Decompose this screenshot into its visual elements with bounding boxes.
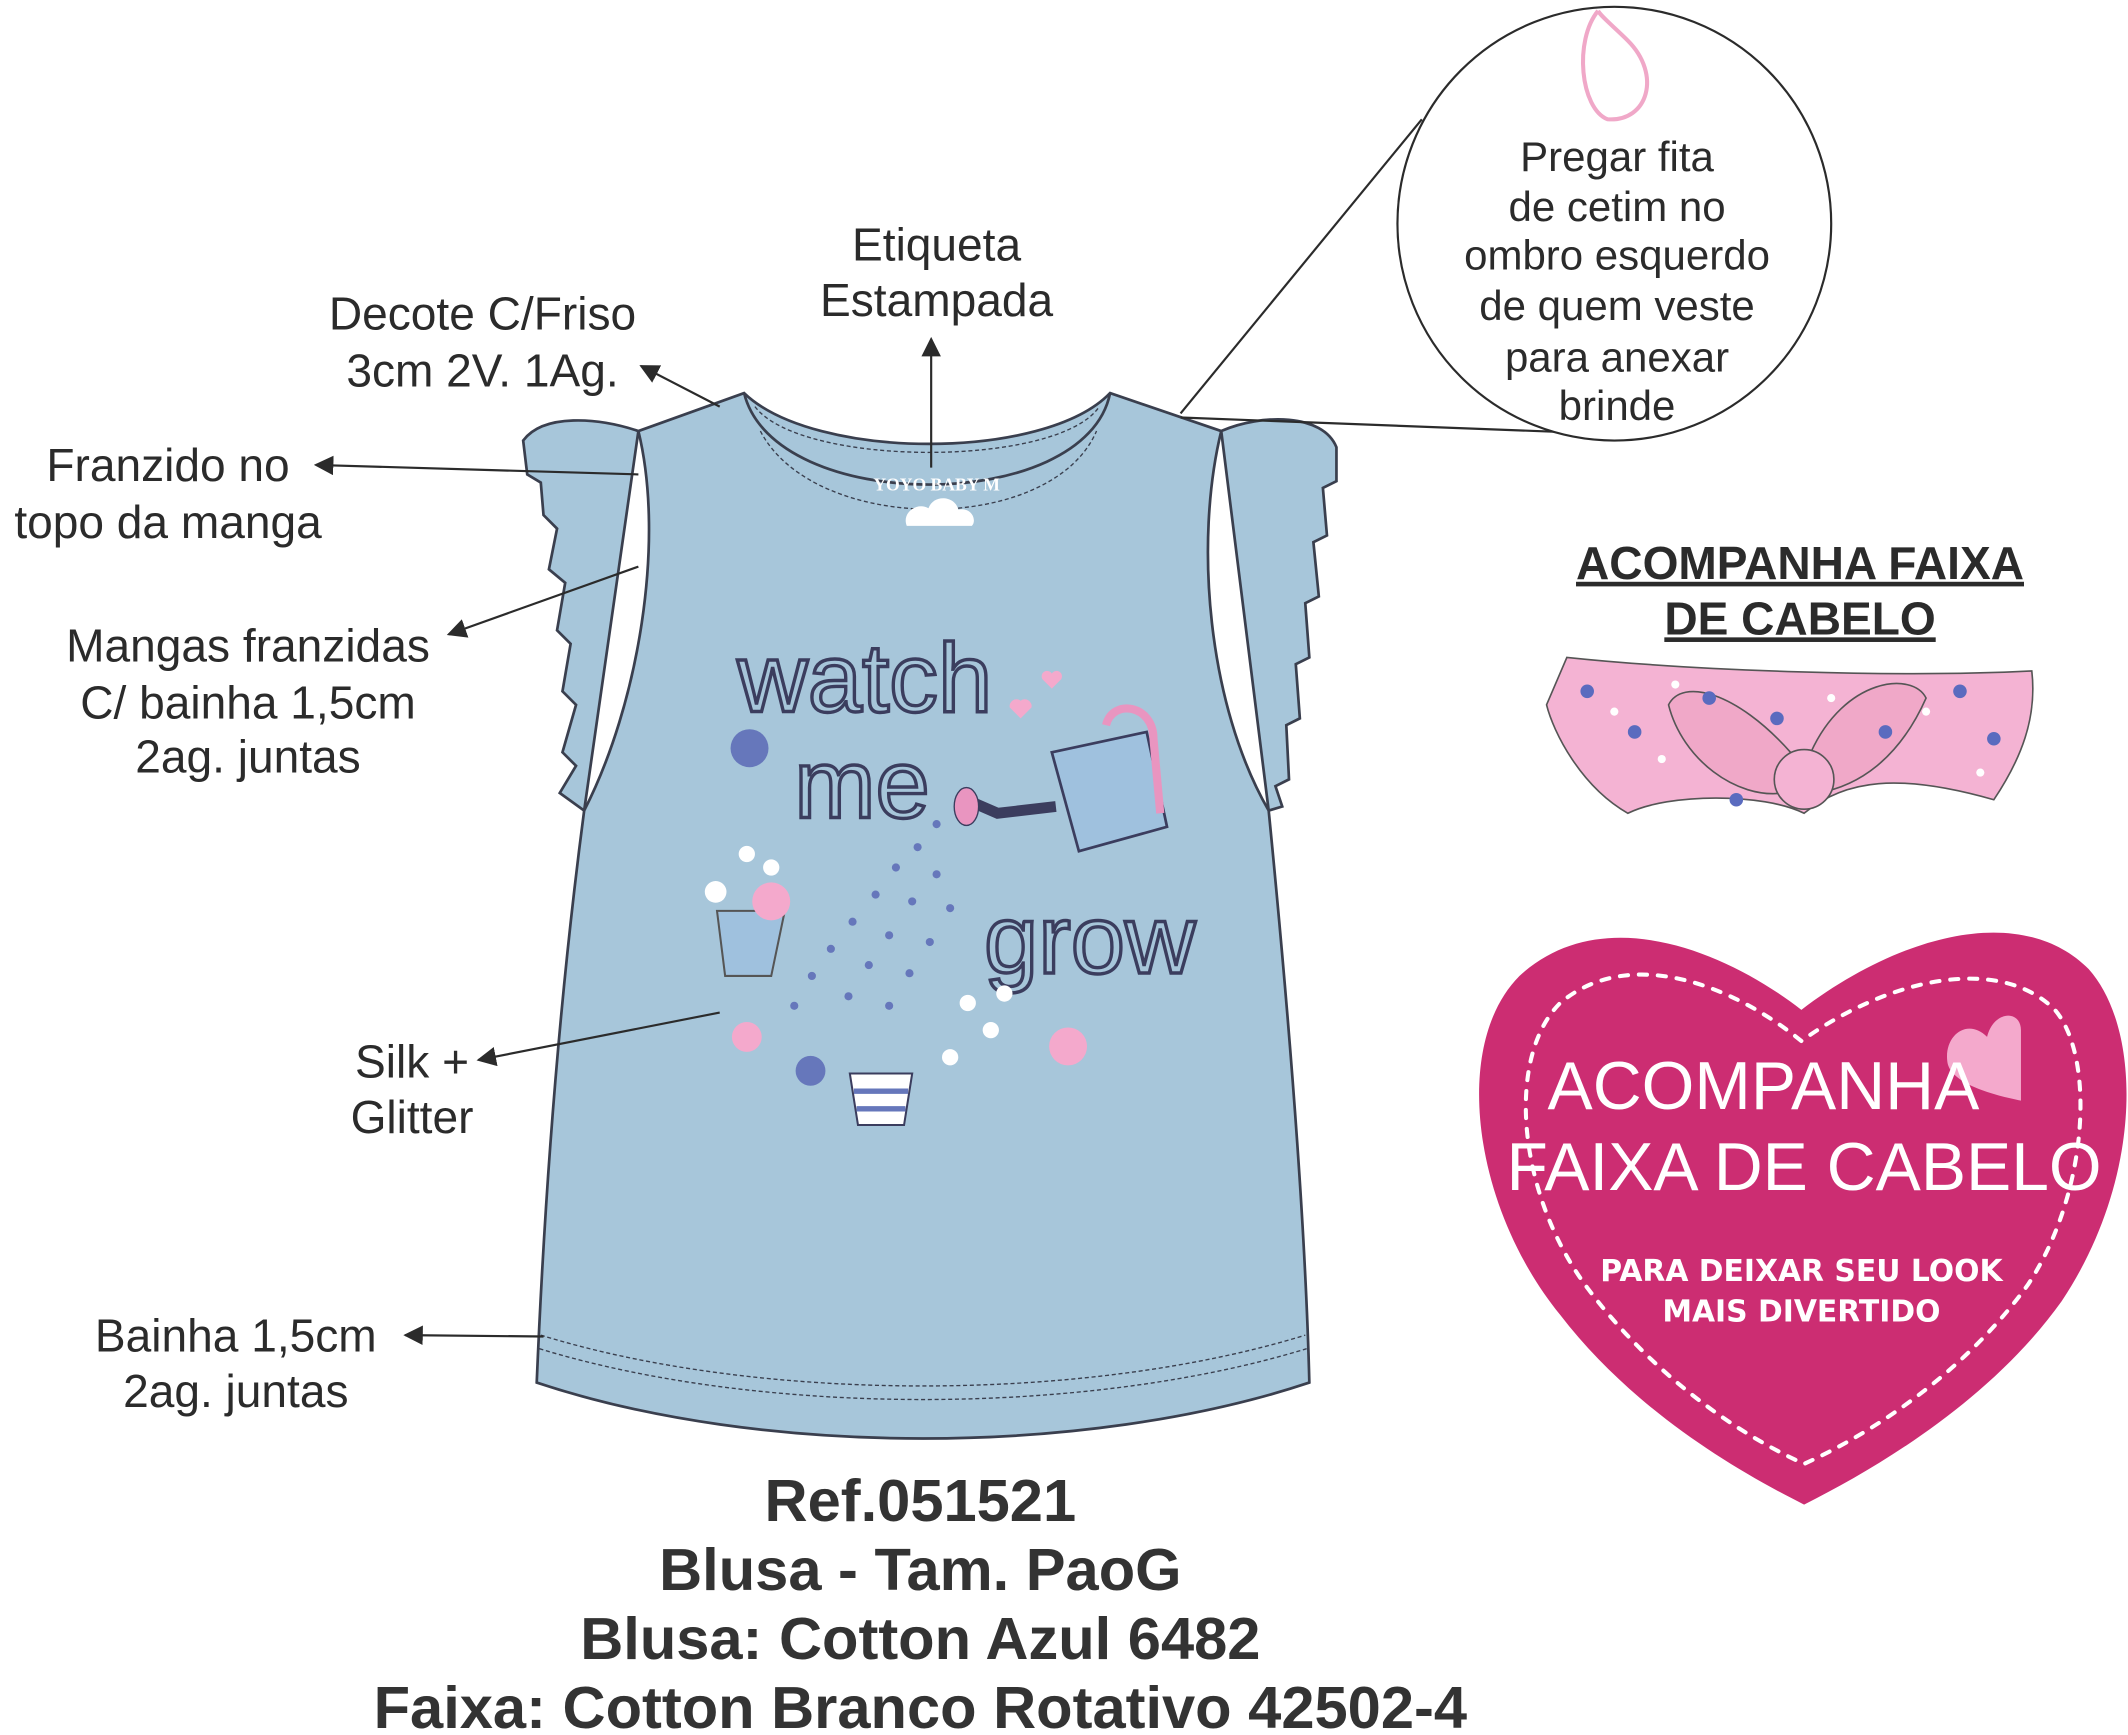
callout-text: brinde	[1559, 382, 1676, 429]
spec-ref: Ref.051521	[765, 1467, 1077, 1534]
label-silk-2: Glitter	[351, 1091, 474, 1143]
callout-text: ombro esquerdo	[1464, 232, 1770, 279]
arrow-franzido	[313, 455, 639, 476]
heart-icon	[1009, 699, 1032, 719]
neckline	[742, 392, 1112, 486]
heart-badge-line1: ACOMPANHA	[1548, 1049, 1981, 1124]
detail-circle	[1396, 5, 1833, 442]
print-word-watch: watch	[736, 624, 992, 733]
print-word-grow: grow	[984, 885, 1196, 994]
callout-text: de quem veste	[1479, 282, 1755, 329]
spec-fabric-shirt: Blusa: Cotton Azul 6482	[580, 1605, 1260, 1672]
label-franzido-2: topo da manga	[14, 496, 322, 548]
print-word-me: me	[794, 729, 930, 838]
raindrops	[790, 820, 955, 1010]
flower-icon	[730, 729, 769, 768]
label-etiqueta-1: Etiqueta	[852, 218, 1021, 270]
label-silk-1: Silk +	[355, 1036, 469, 1088]
label-mangas-1: Mangas franzidas	[66, 619, 430, 671]
label-decote-2: 3cm 2V. 1Ag.	[346, 344, 618, 396]
label-bainha-2: 2ag. juntas	[123, 1365, 348, 1417]
callout-text: de cetim no	[1508, 183, 1725, 230]
arrow-mangas	[446, 565, 639, 638]
heart-badge-line2: FAIXA DE CABELO	[1507, 1130, 2102, 1205]
heart-badge-sub1: PARA DEIXAR SEU LOOK	[1600, 1254, 2003, 1289]
arrow-silk	[476, 1011, 720, 1067]
small-heart-icon	[1946, 1015, 2021, 1101]
watering-can-icon	[953, 704, 1169, 853]
heart-icon	[1041, 670, 1063, 689]
striped-pot-icon	[848, 1072, 914, 1127]
arrow-decote	[639, 365, 721, 408]
callout-text: Pregar fita	[1520, 133, 1714, 180]
callout-line	[1179, 118, 1423, 415]
headband-drawing	[1545, 656, 2034, 815]
cloud-icon	[905, 498, 974, 526]
label-decote-1: Decote C/Friso	[329, 287, 636, 339]
accessory-title: DE CABELO	[1664, 592, 1935, 644]
label-etiqueta-2: Estampada	[820, 274, 1053, 326]
accessory-title: ACOMPANHA FAIXA	[1576, 537, 2024, 589]
shirt-body	[535, 391, 1311, 1440]
label-franzido-1: Franzido no	[46, 439, 289, 491]
callout-line	[1180, 416, 1608, 435]
left-sleeve	[521, 419, 640, 813]
callout-text: para anexar	[1505, 333, 1729, 380]
label-mangas-2: C/ bainha 1,5cm	[80, 676, 416, 728]
print-label-tag: YOYO BABY M	[873, 475, 1000, 495]
label-bainha-1: Bainha 1,5cm	[95, 1309, 377, 1361]
arrow-bainha	[403, 1325, 544, 1346]
spec-size: Blusa - Tam. PaoG	[659, 1536, 1181, 1603]
shirt-drawing: YOYO BABY M watch me grow	[521, 391, 1338, 1440]
heart-badge-sub2: MAIS DIVERTIDO	[1662, 1295, 1940, 1330]
spec-fabric-band: Faixa: Cotton Branco Rotativo 42502-4	[374, 1674, 1467, 1735]
heart-badge: ACOMPANHA FAIXA DE CABELO PARA DEIXAR SE…	[1479, 932, 2127, 1505]
label-mangas-3: 2ag. juntas	[135, 731, 360, 783]
ribbon-loop-icon	[1580, 9, 1650, 122]
